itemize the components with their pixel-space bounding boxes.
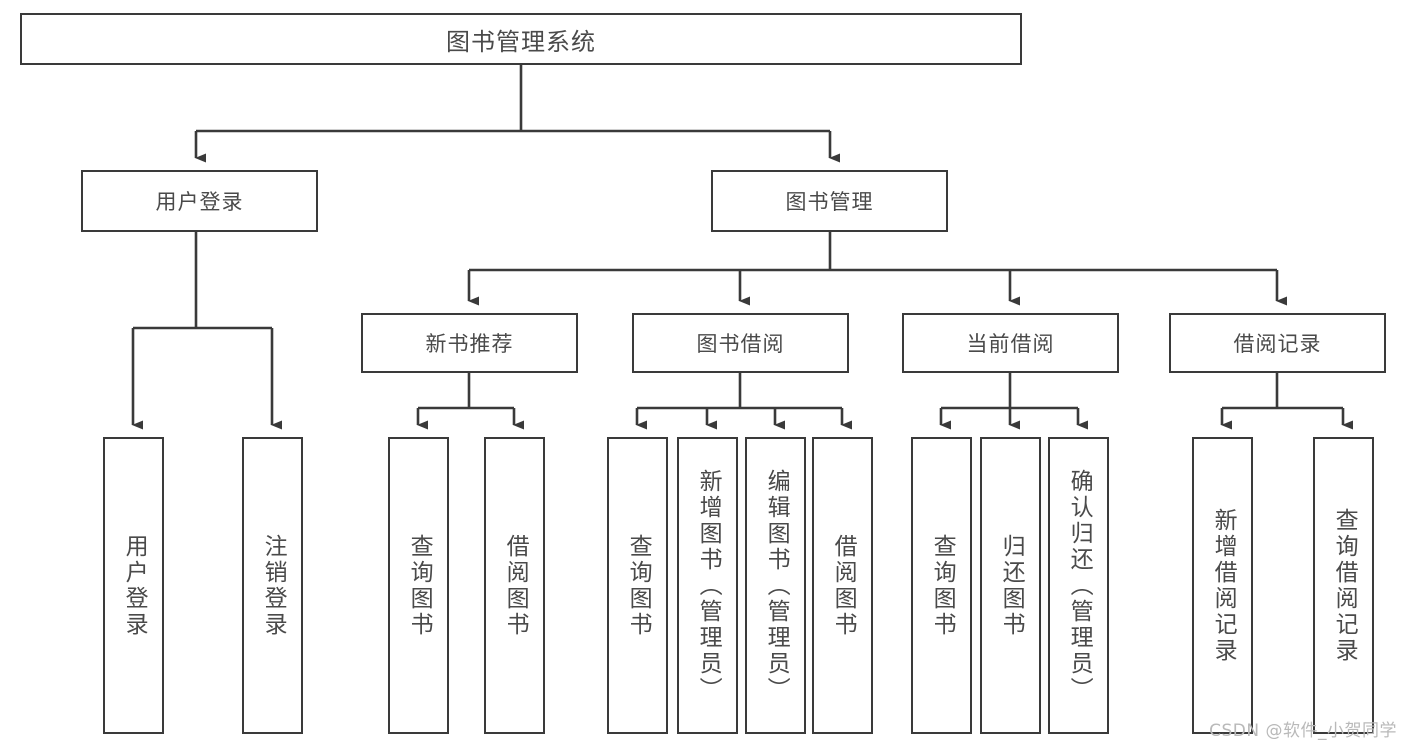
csdn-watermark: CSDN @软件_小贺同学: [1209, 721, 1397, 741]
node-user-login-label: 用户登录: [155, 190, 244, 214]
leaf-borrow-borrow-book[interactable]: 借阅图书: [812, 437, 873, 734]
node-new-book-recommend-label: 新书推荐: [425, 332, 514, 356]
node-book-management[interactable]: 图书管理: [711, 170, 948, 232]
leaf-borrow-query-book[interactable]: 查询图书: [607, 437, 668, 734]
leaf-new-book-borrow[interactable]: 借阅图书: [484, 437, 545, 734]
leaf-label: 用户登录: [121, 533, 148, 638]
leaf-current-confirm-return-admin[interactable]: 确认归还（管理员）: [1048, 437, 1109, 734]
node-new-book-recommend[interactable]: 新书推荐: [361, 313, 578, 373]
leaf-label: 确认归还（管理员）: [1066, 468, 1093, 703]
leaf-user-login-logout[interactable]: 注销登录: [242, 437, 303, 734]
node-current-borrow[interactable]: 当前借阅: [902, 313, 1119, 373]
node-book-borrow[interactable]: 图书借阅: [632, 313, 849, 373]
leaf-label: 借阅图书: [830, 533, 857, 638]
leaf-borrow-edit-book-admin[interactable]: 编辑图书（管理员）: [745, 437, 806, 734]
node-borrow-record-label: 借阅记录: [1233, 332, 1322, 356]
node-root-label: 图书管理系统: [446, 27, 596, 56]
leaf-record-query-record[interactable]: 查询借阅记录: [1313, 437, 1374, 734]
leaf-borrow-add-book-admin[interactable]: 新增图书（管理员）: [677, 437, 738, 734]
node-user-login[interactable]: 用户登录: [81, 170, 318, 232]
leaf-label: 归还图书: [998, 533, 1025, 638]
leaf-label: 查询图书: [929, 533, 956, 638]
node-book-management-label: 图书管理: [785, 190, 874, 214]
leaf-label: 编辑图书（管理员）: [763, 468, 790, 703]
leaf-record-add-record[interactable]: 新增借阅记录: [1192, 437, 1253, 734]
node-borrow-record[interactable]: 借阅记录: [1169, 313, 1386, 373]
leaf-label: 新增图书（管理员）: [695, 468, 722, 703]
leaf-label: 新增借阅记录: [1210, 507, 1237, 664]
leaf-label: 查询借阅记录: [1331, 507, 1358, 664]
leaf-current-query-book[interactable]: 查询图书: [911, 437, 972, 734]
node-current-borrow-label: 当前借阅: [966, 332, 1055, 356]
leaf-label: 查询图书: [625, 533, 652, 638]
node-book-borrow-label: 图书借阅: [696, 332, 785, 356]
leaf-user-login-login[interactable]: 用户登录: [103, 437, 164, 734]
leaf-current-return-book[interactable]: 归还图书: [980, 437, 1041, 734]
leaf-label: 查询图书: [406, 533, 433, 638]
leaf-new-book-query[interactable]: 查询图书: [388, 437, 449, 734]
node-root-library-system[interactable]: 图书管理系统: [20, 13, 1022, 65]
leaf-label: 注销登录: [260, 533, 287, 638]
leaf-label: 借阅图书: [502, 533, 529, 638]
